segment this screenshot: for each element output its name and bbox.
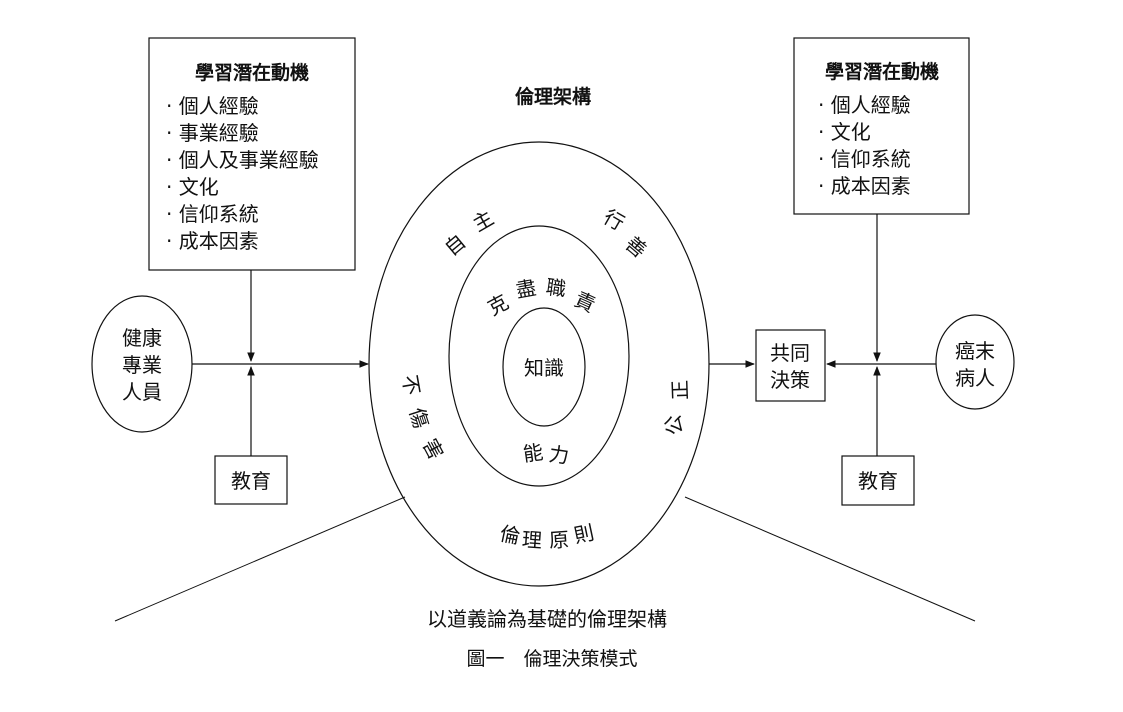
ability-char-1: 能 [521, 440, 544, 467]
middle-ellipse [448, 225, 630, 487]
principles-char-4: 則 [572, 520, 597, 548]
health-staff-node: 健康 專業 人員 [91, 295, 193, 433]
left-motivation-item-1: ‧ 個人經驗 [166, 94, 259, 118]
left-motivation-title: 學習潛在動機 [195, 61, 309, 84]
duty-char-2: 盡 [514, 275, 538, 302]
left-motivation-list: ‧ 個人經驗 ‧ 事業經驗 ‧ 個人及事業經驗 ‧ 文化 ‧ 信仰系統 ‧ 成本因素 [166, 94, 319, 253]
right-motivation-item-3: ‧ 信仰系統 [818, 147, 911, 171]
right-motivation-list: ‧ 個人經驗 ‧ 文化 ‧ 信仰系統 ‧ 成本因素 [818, 93, 911, 198]
right-motivation-title: 學習潛在動機 [825, 60, 939, 83]
principles-char-2: 理 [521, 527, 543, 552]
framework-title: 倫理架構 [515, 85, 591, 108]
shared-decision-box: 共同 決策 [755, 329, 826, 402]
autonomy-char-1: 自 [440, 229, 471, 260]
education-right-label: 教育 [858, 469, 898, 493]
core-ellipse [502, 307, 586, 427]
health-staff-line-1: 健康 [122, 326, 162, 350]
right-motivation-item-4: ‧ 成本因素 [818, 174, 911, 198]
base-line-right [684, 496, 976, 622]
autonomy-char-2: 主 [468, 206, 497, 237]
left-motivation-item-4: ‧ 文化 [166, 175, 219, 199]
justice-char-2: 正 [668, 380, 693, 401]
beneficence-char-1: 行 [599, 205, 628, 236]
right-motivation-item-1: ‧ 個人經驗 [818, 93, 911, 117]
base-line-left [114, 496, 406, 622]
left-motivation-item-2: ‧ 事業經驗 [166, 121, 259, 145]
shared-decision-line-1: 共同 [770, 341, 810, 365]
core-knowledge: 知識 [524, 356, 564, 380]
patient-line-1: 癌末 [955, 339, 995, 363]
ability-char-2: 力 [547, 442, 570, 469]
principles-char-1: 倫 [498, 521, 523, 549]
justice-char-1: 公 [660, 413, 687, 437]
right-motivation-item-2: ‧ 文化 [818, 120, 871, 144]
duty-char-4: 責 [571, 287, 599, 317]
figure-caption: 圖一 倫理決策模式 [466, 648, 637, 670]
duty-char-1: 克 [484, 290, 513, 321]
health-staff-line-2: 專業 [122, 353, 162, 377]
principles-char-3: 原 [548, 527, 570, 552]
education-box-left: 教育 [214, 455, 288, 505]
health-staff-line-3: 人員 [122, 380, 162, 404]
left-motivation-item-6: ‧ 成本因素 [166, 229, 259, 253]
left-motivation-item-5: ‧ 信仰系統 [166, 202, 259, 226]
non-maleficence-char-2: 傷 [404, 405, 433, 431]
left-motivation-box: 學習潛在動機 ‧ 個人經驗‧ 事業經驗‧ 個人及事業經驗‧ 文化‧ 信仰系統‧ … [148, 37, 356, 271]
patient-node: 癌末 病人 [935, 314, 1015, 410]
base-caption: 以道義論為基礎的倫理架構 [427, 607, 667, 631]
non-maleficence-char-1: 不 [397, 373, 424, 397]
left-motivation-item-3: ‧ 個人及事業經驗 [166, 148, 319, 172]
beneficence-char-2: 善 [621, 231, 652, 262]
non-maleficence-char-3: 害 [418, 435, 449, 464]
duty-char-3: 職 [544, 275, 567, 302]
right-motivation-box: 學習潛在動機 ‧ 個人經驗 ‧ 文化 ‧ 信仰系統 ‧ 成本因素 [793, 37, 970, 215]
education-box-right: 教育 [841, 455, 915, 506]
education-left-label: 教育 [231, 469, 271, 493]
patient-line-2: 病人 [955, 366, 995, 390]
shared-decision-line-2: 決策 [770, 368, 810, 392]
